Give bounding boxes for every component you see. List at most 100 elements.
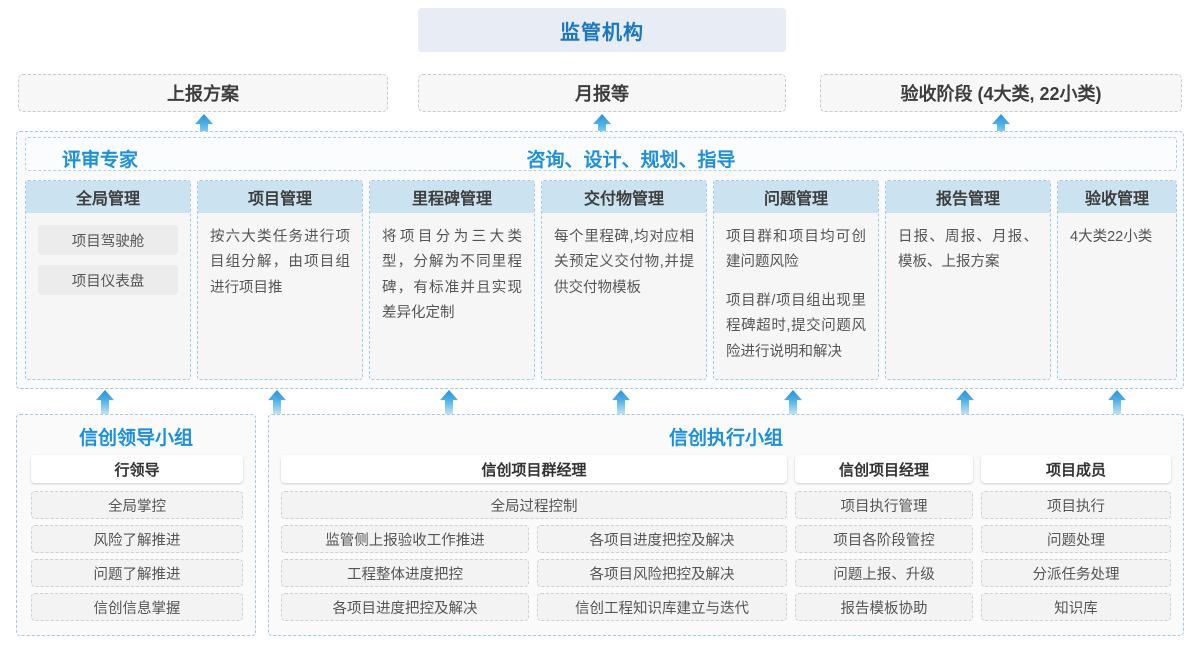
review-expert-label: 评审专家 — [62, 150, 139, 171]
task-label: 全局掌控 — [108, 498, 166, 515]
task-item[interactable]: 报告模板协助 — [795, 593, 973, 621]
card-body: 项目驾驶舱 项目仪表盘 — [26, 213, 190, 295]
task-item[interactable]: 问题处理 — [981, 525, 1171, 553]
card-pill-item[interactable]: 项目驾驶舱 — [38, 225, 178, 255]
report-box-label: 月报等 — [575, 84, 629, 104]
role-label: 项目成员 — [1045, 461, 1106, 479]
card-project-management[interactable]: 项目管理 按六大类任务进行项目组分解，由项目组进行项目推 — [197, 180, 363, 380]
card-header: 全局管理 — [26, 181, 190, 213]
card-paragraph: 项目群/项目组出现里程碑超时,提交问题风险进行说明和解决 — [726, 292, 866, 360]
arrow-up-icon — [784, 390, 802, 414]
role-header-project-manager[interactable]: 信创项目经理 — [795, 455, 973, 483]
card-header: 验收管理 — [1058, 181, 1176, 213]
task-item[interactable]: 信创信息掌握 — [31, 593, 243, 621]
role-label: 行领导 — [114, 461, 160, 479]
card-body: 每个里程碑,均对应相关预定义交付物,并提供交付物模板 — [542, 213, 706, 301]
group-leadership: 信创领导小组 行领导 全局掌控 风险了解推进 问题了解推进 信创信息掌握 — [16, 414, 256, 636]
task-item[interactable]: 信创工程知识库建立与迭代 — [537, 593, 787, 621]
report-box-plan: 上报方案 — [18, 74, 388, 112]
task-item[interactable]: 项目执行 — [981, 491, 1171, 519]
report-box-label: 上报方案 — [167, 84, 239, 104]
report-box-acceptance: 验收阶段 (4大类, 22小类) — [820, 74, 1182, 112]
task-item[interactable]: 项目各阶段管控 — [795, 525, 973, 553]
card-deliverable-management[interactable]: 交付物管理 每个里程碑,均对应相关预定义交付物,并提供交付物模板 — [541, 180, 707, 380]
card-title: 问题管理 — [763, 191, 828, 208]
card-report-management[interactable]: 报告管理 日报、周报、月报、模板、上报方案 — [885, 180, 1051, 380]
task-item[interactable]: 各项目进度把控及解决 — [537, 525, 787, 553]
card-title: 里程碑管理 — [411, 191, 492, 208]
role-header-program-manager[interactable]: 信创项目群经理 — [281, 455, 787, 483]
card-header: 项目管理 — [198, 181, 362, 213]
task-label: 各项目进度把控及解决 — [332, 600, 478, 617]
card-paragraph: 日报、周报、月报、模板、上报方案 — [898, 229, 1038, 271]
role-header-bank-leader[interactable]: 行领导 — [31, 455, 243, 483]
arrow-up-icon — [440, 390, 458, 414]
card-header: 报告管理 — [886, 181, 1050, 213]
task-item[interactable]: 项目执行管理 — [795, 491, 973, 519]
task-label: 知识库 — [1054, 600, 1098, 617]
group-execution: 信创执行小组 信创项目群经理 全局过程控制 监管侧上报验收工作推进 工程整体进度… — [268, 414, 1184, 636]
card-header: 交付物管理 — [542, 181, 706, 213]
task-label: 全局过程控制 — [490, 498, 578, 515]
card-paragraph: 4大类22小类 — [1070, 229, 1153, 245]
card-body: 将项目分为三大类型，分解为不同里程碑，有标准并且实现差异化定制 — [370, 213, 534, 327]
card-body: 日报、周报、月报、模板、上报方案 — [886, 213, 1050, 276]
role-label: 信创项目经理 — [838, 461, 929, 479]
task-label: 各项目风险把控及解决 — [589, 566, 735, 583]
card-title: 报告管理 — [935, 191, 1000, 208]
card-body: 项目群和项目均可创建问题风险 项目群/项目组出现里程碑超时,提交问题风险进行说明… — [714, 213, 878, 365]
task-label: 信创工程知识库建立与迭代 — [575, 600, 749, 617]
card-paragraph: 按六大类任务进行项目组分解，由项目组进行项目推 — [210, 229, 350, 296]
card-title: 项目管理 — [247, 191, 312, 208]
card-header: 里程碑管理 — [370, 181, 534, 213]
card-header: 问题管理 — [714, 181, 878, 213]
task-label: 信创信息掌握 — [93, 600, 181, 617]
task-item[interactable]: 监管侧上报验收工作推进 — [281, 525, 529, 553]
task-item[interactable]: 问题了解推进 — [31, 559, 243, 587]
report-box-monthly: 月报等 — [418, 74, 786, 112]
card-acceptance-management[interactable]: 验收管理 4大类22小类 — [1057, 180, 1177, 380]
task-label: 工程整体进度把控 — [347, 566, 463, 583]
task-label: 问题上报、升级 — [833, 566, 935, 583]
arrow-up-icon — [96, 390, 114, 414]
task-item[interactable]: 分派任务处理 — [981, 559, 1171, 587]
task-label: 监管侧上报验收工作推进 — [325, 532, 485, 549]
card-milestone-management[interactable]: 里程碑管理 将项目分为三大类型，分解为不同里程碑，有标准并且实现差异化定制 — [369, 180, 535, 380]
card-global-management[interactable]: 全局管理 项目驾驶舱 项目仪表盘 — [25, 180, 191, 380]
card-title: 全局管理 — [75, 191, 140, 208]
card-paragraph: 项目群和项目均可创建问题风险 — [726, 229, 866, 271]
arrow-up-icon — [956, 390, 974, 414]
task-label: 各项目进度把控及解决 — [589, 532, 735, 549]
task-item[interactable]: 知识库 — [981, 593, 1171, 621]
capability-header-row: 评审专家 咨询、设计、规划、指导 — [25, 137, 1177, 171]
arrow-up-icon — [1108, 390, 1126, 414]
card-issue-management[interactable]: 问题管理 项目群和项目均可创建问题风险 项目群/项目组出现里程碑超时,提交问题风… — [713, 180, 879, 380]
capability-section: 评审专家 咨询、设计、规划、指导 全局管理 项目驾驶舱 项目仪表盘 项目管理 按… — [16, 131, 1184, 389]
consulting-label: 咨询、设计、规划、指导 — [526, 150, 736, 171]
report-box-label: 验收阶段 (4大类, 22小类) — [900, 84, 1102, 104]
task-label: 风险了解推进 — [93, 532, 181, 549]
task-label: 项目执行 — [1047, 498, 1105, 515]
task-item[interactable]: 风险了解推进 — [31, 525, 243, 553]
task-item-full[interactable]: 全局过程控制 — [281, 491, 787, 519]
arrow-up-icon — [268, 390, 286, 414]
card-title: 验收管理 — [1084, 191, 1149, 208]
group-title: 信创执行小组 — [668, 428, 783, 449]
task-label: 分派任务处理 — [1032, 566, 1120, 583]
task-item[interactable]: 各项目进度把控及解决 — [281, 593, 529, 621]
task-item[interactable]: 各项目风险把控及解决 — [537, 559, 787, 587]
task-item[interactable]: 全局掌控 — [31, 491, 243, 519]
task-item[interactable]: 工程整体进度把控 — [281, 559, 529, 587]
regulator-label: 监管机构 — [560, 21, 644, 44]
task-label: 问题处理 — [1047, 532, 1105, 549]
card-body: 4大类22小类 — [1058, 213, 1176, 250]
arrow-up-icon — [612, 390, 630, 414]
card-body: 按六大类任务进行项目组分解，由项目组进行项目推 — [198, 213, 362, 301]
task-item[interactable]: 问题上报、升级 — [795, 559, 973, 587]
regulator-box: 监管机构 — [418, 8, 786, 52]
task-label: 项目各阶段管控 — [833, 532, 935, 549]
role-header-project-member[interactable]: 项目成员 — [981, 455, 1171, 483]
card-title: 交付物管理 — [583, 191, 664, 208]
card-pill-item[interactable]: 项目仪表盘 — [38, 265, 178, 295]
role-label: 信创项目群经理 — [481, 461, 587, 479]
